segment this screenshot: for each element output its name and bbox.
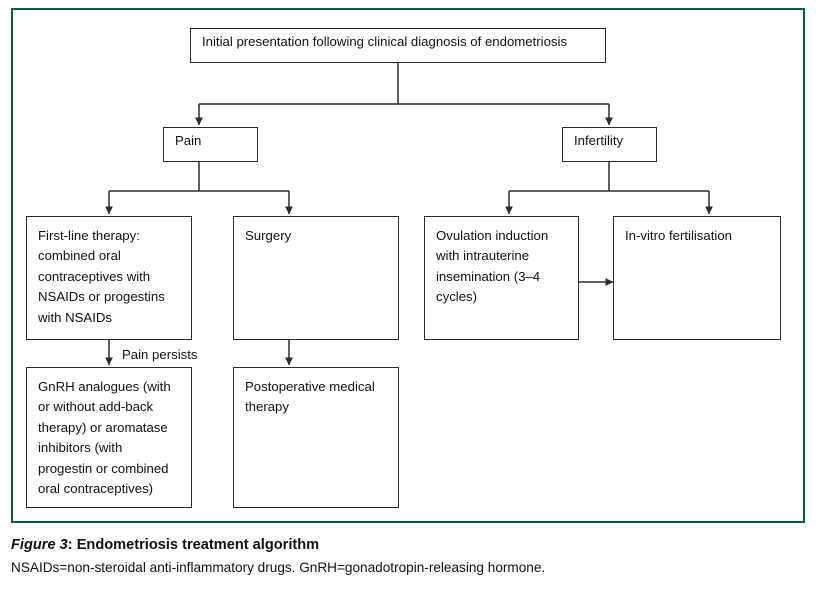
- node-initial-presentation: Initial presentation following clinical …: [190, 28, 606, 63]
- node-in-vitro-fertilisation: In-vitro fertilisation: [613, 216, 781, 340]
- node-ovulation-induction: Ovulation induction with intrauterine in…: [424, 216, 579, 340]
- node-infertility: Infertility: [562, 127, 657, 162]
- node-first-line-therapy-label: First-line therapy: combined oral contra…: [38, 228, 165, 325]
- node-pain: Pain: [163, 127, 258, 162]
- figure-number: Figure 3: [11, 537, 68, 553]
- node-postoperative-medical-therapy-label: Postoperative medical therapy: [245, 379, 375, 415]
- node-initial-presentation-label: Initial presentation following clinical …: [202, 34, 568, 50]
- figure-caption-separator: :: [67, 537, 77, 553]
- figure-caption: Figure 3: Endometriosis treatment algori…: [11, 536, 801, 577]
- node-ovulation-induction-label: Ovulation induction with intrauterine in…: [436, 228, 549, 305]
- figure-caption-heading: Endometriosis treatment algorithm: [76, 537, 320, 553]
- node-surgery: Surgery: [233, 216, 399, 340]
- figure-frame: Initial presentation following clinical …: [11, 8, 805, 523]
- node-gnrh-analogues-label: GnRH analogues (with or without add-back…: [38, 379, 171, 497]
- node-in-vitro-fertilisation-label: In-vitro fertilisation: [625, 228, 733, 243]
- node-pain-label: Pain: [175, 133, 202, 149]
- figure-caption-note: NSAIDs=non-steroidal anti-inflammatory d…: [11, 560, 546, 576]
- flowchart-canvas: Initial presentation following clinical …: [13, 10, 807, 525]
- node-infertility-label: Infertility: [574, 133, 624, 149]
- node-postoperative-medical-therapy: Postoperative medical therapy: [233, 367, 399, 508]
- figure-caption-title: Figure 3: Endometriosis treatment algori…: [11, 536, 801, 554]
- node-gnrh-analogues: GnRH analogues (with or without add-back…: [26, 367, 192, 508]
- node-first-line-therapy: First-line therapy: combined oral contra…: [26, 216, 192, 340]
- node-surgery-label: Surgery: [245, 228, 292, 243]
- edge-label-pain-persists: Pain persists: [122, 347, 198, 362]
